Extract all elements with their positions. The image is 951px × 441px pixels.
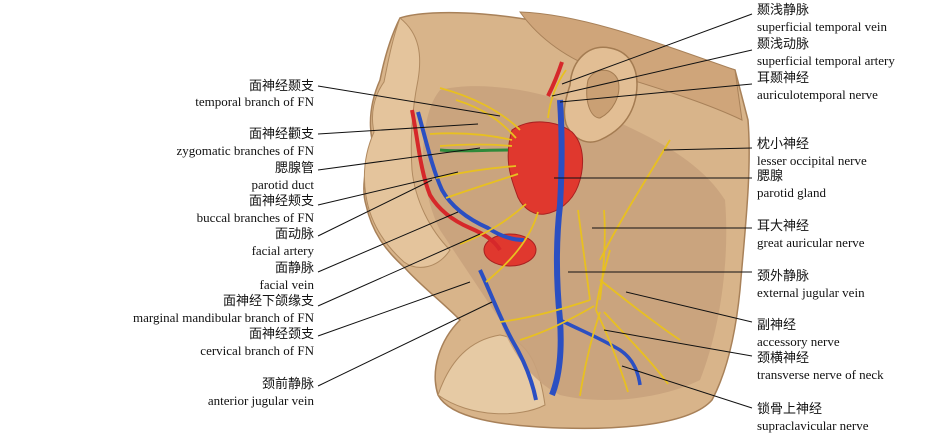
anterior-jugular-vein-vessel [478,269,538,401]
leader-lesser-occipital-nerve [663,147,753,151]
label-external-jugular-vein-zh: 颈外静脉 [757,269,809,284]
label-anterior-jugular-vein-zh: 颈前静脉 [262,376,314,392]
nerve-great-auricular [577,209,591,301]
nerve-zygomatic-2 [439,143,513,147]
label-parotid-duct-zh: 腮腺管 [275,161,314,176]
label-superficial-temporal-vein-en: superficial temporal vein [757,19,887,34]
leader-accessory-nerve [625,291,753,323]
nerve-great-auricular-2 [599,209,606,301]
leader-zygomatic-branches [317,123,479,135]
label-parotid-duct-en: parotid duct [252,177,315,192]
label-marginal-mandibular-branch-zh: 面神经下颌缘支 [223,294,314,309]
label-buccal-branches-zh: 面神经颊支 [249,194,314,209]
nerve-temporal [439,87,521,131]
parotid-duct-vessel [439,148,509,153]
label-zygomatic-branches-zh: 面神经颧支 [249,127,314,142]
face-skin [363,17,451,268]
specimen [363,11,750,430]
nerves [429,69,681,397]
nerve-supraclavicular [595,309,629,393]
nerve-lesser-occipital [599,139,671,261]
label-great-auricular-nerve-en: great auricular nerve [757,235,865,250]
facial-vein-vessel [416,111,525,242]
label-temporal-branch-en: temporal branch of FN [195,94,314,109]
superficial-temporal-artery-vessel [546,61,564,97]
label-auriculotemporal-nerve-en: auriculotemporal nerve [757,87,878,102]
label-supraclavicular-nerve-en: supraclavicular nerve [757,418,869,433]
label-parotid-gland-zh: 腮腺 [757,169,783,184]
label-external-jugular-vein-en: external jugular vein [757,285,865,300]
label-great-auricular-nerve-zh: 耳大神经 [757,219,809,234]
leader-superficial-temporal-artery [551,49,753,97]
label-superficial-temporal-artery-zh: 颞浅动脉 [757,37,809,52]
leader-supraclavicular-nerve [621,365,753,409]
leader-cervical-branch [317,281,471,337]
label-supraclavicular-nerve-zh: 锁骨上神经 [757,401,822,417]
label-zygomatic-branches-en: zygomatic branches of FN [176,143,314,158]
label-lesser-occipital-nerve-zh: 枕小神经 [757,137,809,152]
nerve-supraclavicular-2 [579,311,601,397]
leader-facial-vein [317,211,459,273]
muscle-field [423,86,727,400]
leader-superficial-temporal-vein [561,13,753,85]
label-marginal-mandibular-branch-en: marginal mandibular branch of FN [133,310,315,325]
label-accessory-nerve-en: accessory nerve [757,334,840,349]
nerve-auriculotemporal [547,69,567,119]
nerve-temporal-2 [455,99,517,139]
nerve-buccal [435,165,517,179]
label-cervical-branch-zh: 面神经颈支 [249,327,314,342]
leader-transverse-nerve-of-neck [603,329,753,357]
external-jugular-vein-vessel [549,99,565,397]
leader-parotid-duct [317,147,481,171]
label-transverse-nerve-of-neck-en: transverse nerve of neck [757,367,884,382]
label-auriculotemporal-nerve-zh: 耳颞神经 [757,71,809,86]
label-superficial-temporal-vein-zh: 颞浅静脉 [757,3,809,18]
leader-anterior-jugular-vein [317,301,493,387]
label-cervical-branch-en: cervical branch of FN [200,343,314,358]
label-facial-artery-zh: 面动脉 [275,227,314,242]
label-anterior-jugular-vein-en: anterior jugular vein [208,393,315,408]
label-facial-artery-en: facial artery [252,243,315,258]
labels-left: 面神经颞支 temporal branch of FN 面神经颧支 zygoma… [133,79,315,408]
nerve-transverse-neck-2 [519,305,595,341]
nerve-transverse-neck [499,299,591,323]
leader-temporal-branch [317,85,501,117]
label-parotid-gland-en: parotid gland [757,185,826,200]
leader-lines [317,13,753,409]
labels-right: 颞浅静脉 superficial temporal vein 颞浅动脉 supe… [757,3,895,433]
nerve-buccal-2 [445,173,519,199]
ear [563,46,638,143]
label-lesser-occipital-nerve-en: lesser occipital nerve [757,153,867,168]
leader-auriculotemporal-nerve [559,83,753,103]
label-temporal-branch-zh: 面神经颞支 [249,79,314,94]
nerve-zygomatic [429,132,513,141]
label-superficial-temporal-artery-en: superficial temporal artery [757,53,895,68]
nerve-accessory [599,279,681,341]
nerve-supraclavicular-3 [603,311,669,385]
facial-artery-vessel [410,109,502,252]
label-facial-vein-zh: 面静脉 [275,261,314,276]
label-facial-vein-en: facial vein [260,277,315,292]
label-accessory-nerve-zh: 副神经 [757,318,796,333]
leader-buccal-branches [317,171,459,206]
label-buccal-branches-en: buccal branches of FN [197,210,315,225]
neck-vein-branch [559,318,642,386]
label-transverse-nerve-of-neck-zh: 颈横神经 [757,351,809,366]
nerve-marginal [459,203,527,245]
leader-marginal-mandibular-branch [317,233,481,307]
nerve-plexus-stem [595,249,611,311]
leader-facial-artery [317,179,433,237]
nerve-cervical [485,211,539,283]
